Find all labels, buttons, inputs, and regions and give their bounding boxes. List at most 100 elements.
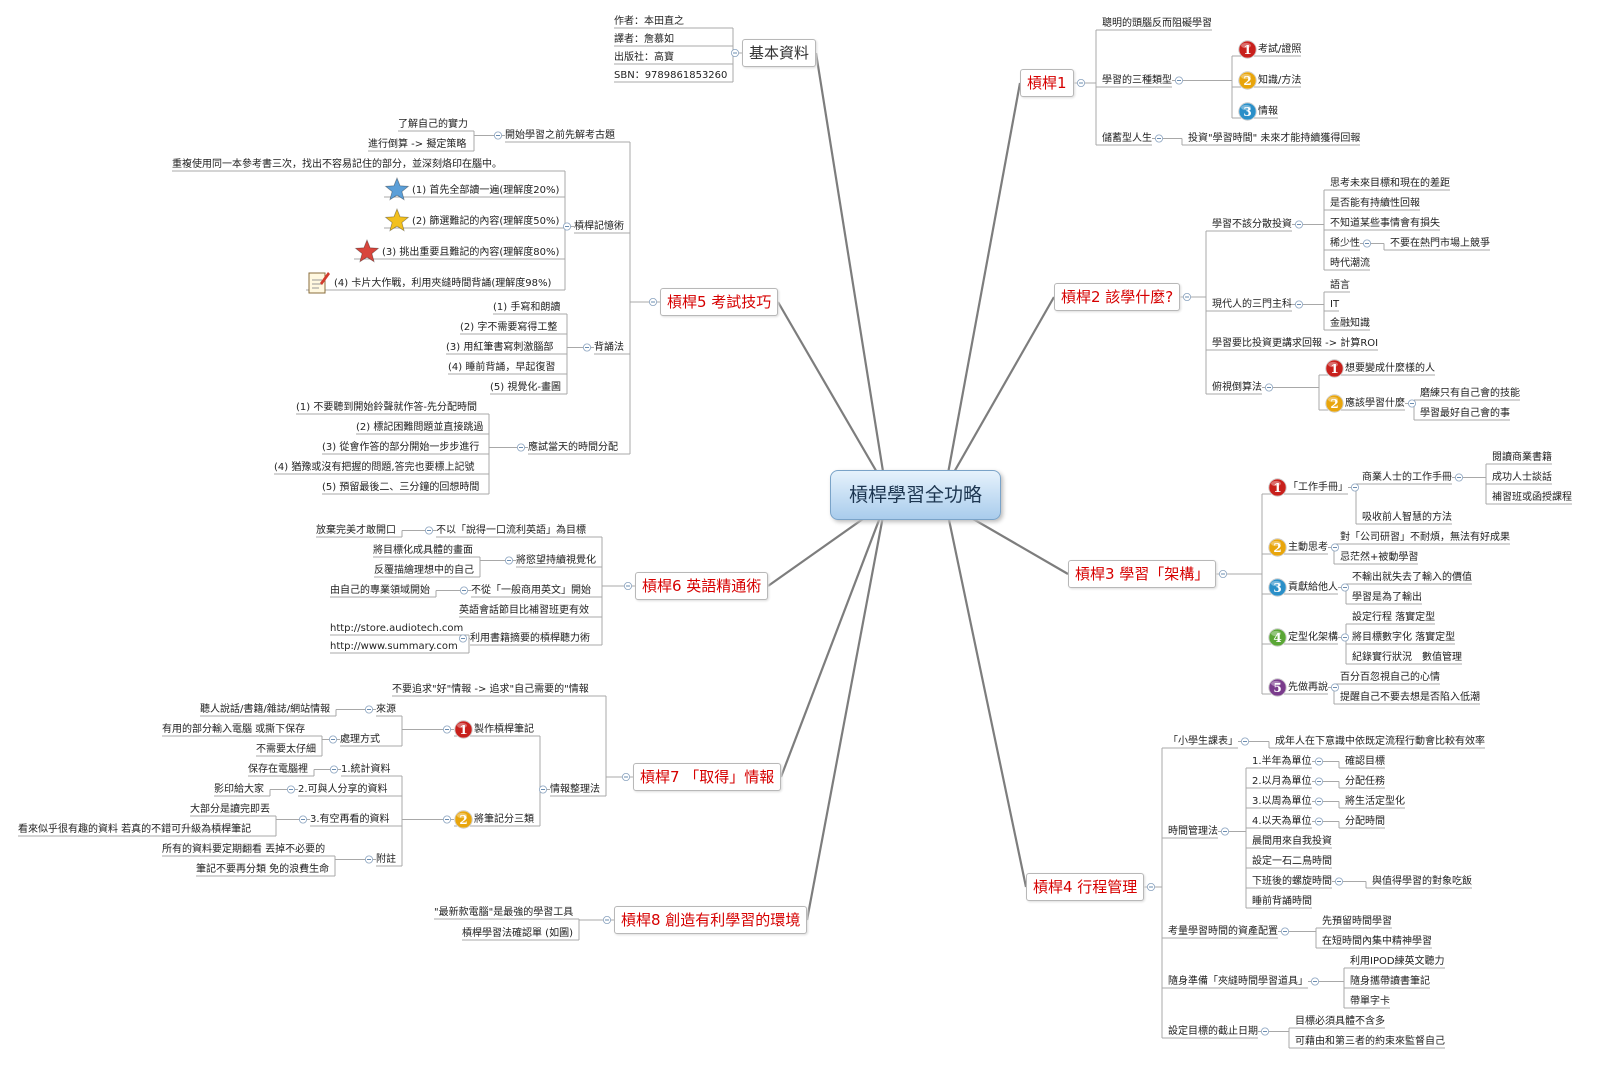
collapse-toggle-icon[interactable]	[442, 815, 451, 824]
topic-b5b4[interactable]: (4) 卡片大作戰，利用夾縫時間背誦(理解度98%)	[306, 272, 551, 294]
topic-b7b1b[interactable]: 處理方式	[340, 734, 380, 745]
topic-b3a1c[interactable]: 補習班或函授課程	[1492, 492, 1572, 503]
topic-b3e2[interactable]: 提醒自己不要去想是否陷入低潮	[1340, 692, 1480, 703]
collapse-toggle-icon[interactable]	[442, 725, 451, 734]
topic-b2a2[interactable]: 是否能有持續性回報	[1330, 198, 1420, 209]
topic-b4b4a[interactable]: 分配時間	[1345, 816, 1385, 827]
topic-b3a[interactable]: 「工作手冊」1	[1268, 478, 1348, 497]
main-topic-b1[interactable]: 槓桿1	[1020, 69, 1074, 97]
collapse-toggle-icon[interactable]	[1363, 239, 1372, 248]
topic-b4b5[interactable]: 晨間用來自我投資	[1252, 836, 1332, 847]
topic-b2d[interactable]: 俯視倒算法	[1212, 382, 1262, 393]
topic-b2d2b[interactable]: 學習最好自己會的事	[1420, 408, 1510, 419]
topic-b3a1[interactable]: 商業人士的工作手冊	[1362, 472, 1452, 483]
topic-b5d1[interactable]: (1) 不要聽到開始鈴聲就作答-先分配時間	[296, 402, 477, 413]
collapse-toggle-icon[interactable]	[493, 131, 502, 140]
topic-b4e2[interactable]: 可藉由和第三者的約束來監督自己	[1295, 1036, 1445, 1047]
topic-b3d2[interactable]: 將目標數字化 落實定型	[1352, 632, 1456, 643]
topic-b5d3[interactable]: (3) 從會作答的部分開始一步步進行	[322, 442, 480, 453]
topic-b5a1[interactable]: 了解自己的實力	[398, 119, 468, 130]
topic-b7a[interactable]: 不要追求"好"情報 -> 追求"自己需要的"情報	[392, 684, 589, 695]
topic-b7b2d2[interactable]: 筆記不要再分類 免的浪費生命	[196, 864, 330, 875]
collapse-toggle-icon[interactable]	[1341, 633, 1350, 642]
collapse-toggle-icon[interactable]	[458, 634, 467, 643]
topic-b4b3[interactable]: 3.以周為單位	[1252, 796, 1312, 807]
topic-b2b1[interactable]: 語言	[1330, 280, 1350, 291]
topic-b7b1a1[interactable]: 聽人說話/書籍/雜誌/網站情報	[200, 704, 331, 715]
collapse-toggle-icon[interactable]	[1331, 543, 1340, 552]
topic-b5b[interactable]: 槓桿記憶術	[574, 221, 624, 232]
topic-b6e2[interactable]: http://www.summary.com	[330, 641, 458, 652]
collapse-toggle-icon[interactable]	[298, 815, 307, 824]
topic-b3c2[interactable]: 學習是為了輸出	[1352, 592, 1422, 603]
topic-b7b[interactable]: 情報整理法	[550, 784, 600, 795]
collapse-toggle-icon[interactable]	[1241, 737, 1250, 746]
topic-b4c[interactable]: 考量學習時間的資產配置	[1168, 926, 1278, 937]
collapse-toggle-icon[interactable]	[504, 556, 513, 565]
topic-i2[interactable]: 譯者：詹慕如	[614, 34, 674, 45]
main-topic-b4[interactable]: 槓桿4 行程管理	[1026, 873, 1145, 901]
main-topic-info[interactable]: 基本資料	[742, 39, 817, 67]
topic-b5c[interactable]: 背誦法	[594, 342, 624, 353]
collapse-toggle-icon[interactable]	[1175, 76, 1184, 85]
topic-b2a4[interactable]: 稀少性	[1330, 238, 1360, 249]
collapse-toggle-icon[interactable]	[1221, 827, 1230, 836]
topic-b4b4[interactable]: 4.以天為單位	[1252, 816, 1312, 827]
collapse-toggle-icon[interactable]	[1335, 877, 1344, 886]
topic-b5d5[interactable]: (5) 預留最後二、三分鐘的回想時間	[322, 482, 480, 493]
collapse-toggle-icon[interactable]	[286, 785, 295, 794]
collapse-toggle-icon[interactable]	[1311, 977, 1320, 986]
topic-b3e1[interactable]: 百分百忽視自己的心情	[1340, 672, 1440, 683]
collapse-toggle-icon[interactable]	[539, 785, 548, 794]
topic-b2a5[interactable]: 時代潮流	[1330, 258, 1370, 269]
topic-b2c[interactable]: 學習要比投資更講求回報 -> 計算ROI	[1212, 338, 1379, 349]
collapse-toggle-icon[interactable]	[517, 443, 526, 452]
topic-b6a1[interactable]: 放棄完美才敢開口	[316, 525, 396, 536]
topic-b3a1b[interactable]: 成功人士談話	[1492, 472, 1552, 483]
topic-b2a[interactable]: 學習不該分散投資	[1212, 219, 1292, 230]
topic-b1c[interactable]: 儲蓄型人生	[1102, 133, 1152, 144]
topic-b5b1[interactable]: (1) 首先全部讀一遍(理解度20%)	[384, 176, 559, 201]
topic-b5d4[interactable]: (4) 猶豫或沒有把握的問題,答完也要標上記號	[274, 462, 475, 473]
collapse-toggle-icon[interactable]	[624, 582, 633, 591]
topic-b5c4[interactable]: (4) 睡前背誦，早起復習	[448, 362, 556, 373]
topic-b1b[interactable]: 學習的三種類型	[1102, 75, 1172, 86]
collapse-toggle-icon[interactable]	[1183, 292, 1192, 301]
topic-b5d[interactable]: 應試當天的時間分配	[528, 442, 618, 453]
collapse-toggle-icon[interactable]	[731, 49, 740, 58]
main-topic-b3[interactable]: 槓桿3 學習「架構」	[1068, 560, 1217, 588]
collapse-toggle-icon[interactable]	[622, 773, 631, 782]
topic-b8b[interactable]: 槓桿學習法確認單 (如圖)	[462, 928, 573, 939]
topic-b4b1a[interactable]: 確認目標	[1345, 756, 1385, 767]
topic-i3[interactable]: 出版社：高寶	[614, 52, 674, 63]
collapse-toggle-icon[interactable]	[563, 222, 572, 231]
topic-b3c1[interactable]: 不輸出就失去了輸入的價值	[1352, 572, 1472, 583]
collapse-toggle-icon[interactable]	[1295, 220, 1304, 229]
topic-b2a4a[interactable]: 不要在熱門市場上競爭	[1390, 238, 1490, 249]
topic-b4b7a[interactable]: 與值得學習的對象吃飯	[1372, 876, 1472, 887]
collapse-toggle-icon[interactable]	[1219, 570, 1228, 579]
topic-b5c3[interactable]: (3) 用紅筆書寫刺激腦部	[446, 342, 554, 353]
collapse-toggle-icon[interactable]	[364, 705, 373, 714]
topic-b4d3[interactable]: 帶單字卡	[1350, 996, 1390, 1007]
topic-b4b7[interactable]: 下班後的螺旋時間	[1252, 876, 1332, 887]
topic-b4d[interactable]: 隨身準備「夾縫時間學習道具」	[1168, 976, 1308, 987]
topic-b5c1[interactable]: (1) 手寫和朗讀	[493, 302, 561, 313]
collapse-toggle-icon[interactable]	[1341, 583, 1350, 592]
topic-b3a1a[interactable]: 閱讀商業書籍	[1492, 452, 1552, 463]
collapse-toggle-icon[interactable]	[1155, 134, 1164, 143]
topic-b2d2a[interactable]: 磨練只有自己會的技能	[1420, 388, 1520, 399]
topic-b3d3[interactable]: 紀錄實行狀況 數值管理	[1352, 652, 1462, 663]
topic-b7b2b1[interactable]: 影印給大家	[214, 784, 264, 795]
topic-b6b[interactable]: 將慾望持續視覺化	[516, 555, 596, 566]
collapse-toggle-icon[interactable]	[1265, 383, 1274, 392]
topic-b2a1[interactable]: 思考未來目標和現在的差距	[1330, 178, 1450, 189]
topic-b7b2a[interactable]: 1.統計資料	[341, 764, 391, 775]
topic-b4d1[interactable]: 利用IPOD練英文聽力	[1350, 956, 1445, 967]
topic-b7b1a[interactable]: 來源	[376, 704, 396, 715]
collapse-toggle-icon[interactable]	[329, 765, 338, 774]
topic-b7b1b2[interactable]: 不需要太仔細	[256, 744, 316, 755]
topic-b6b1[interactable]: 將目標化成具體的畫面	[373, 545, 473, 556]
